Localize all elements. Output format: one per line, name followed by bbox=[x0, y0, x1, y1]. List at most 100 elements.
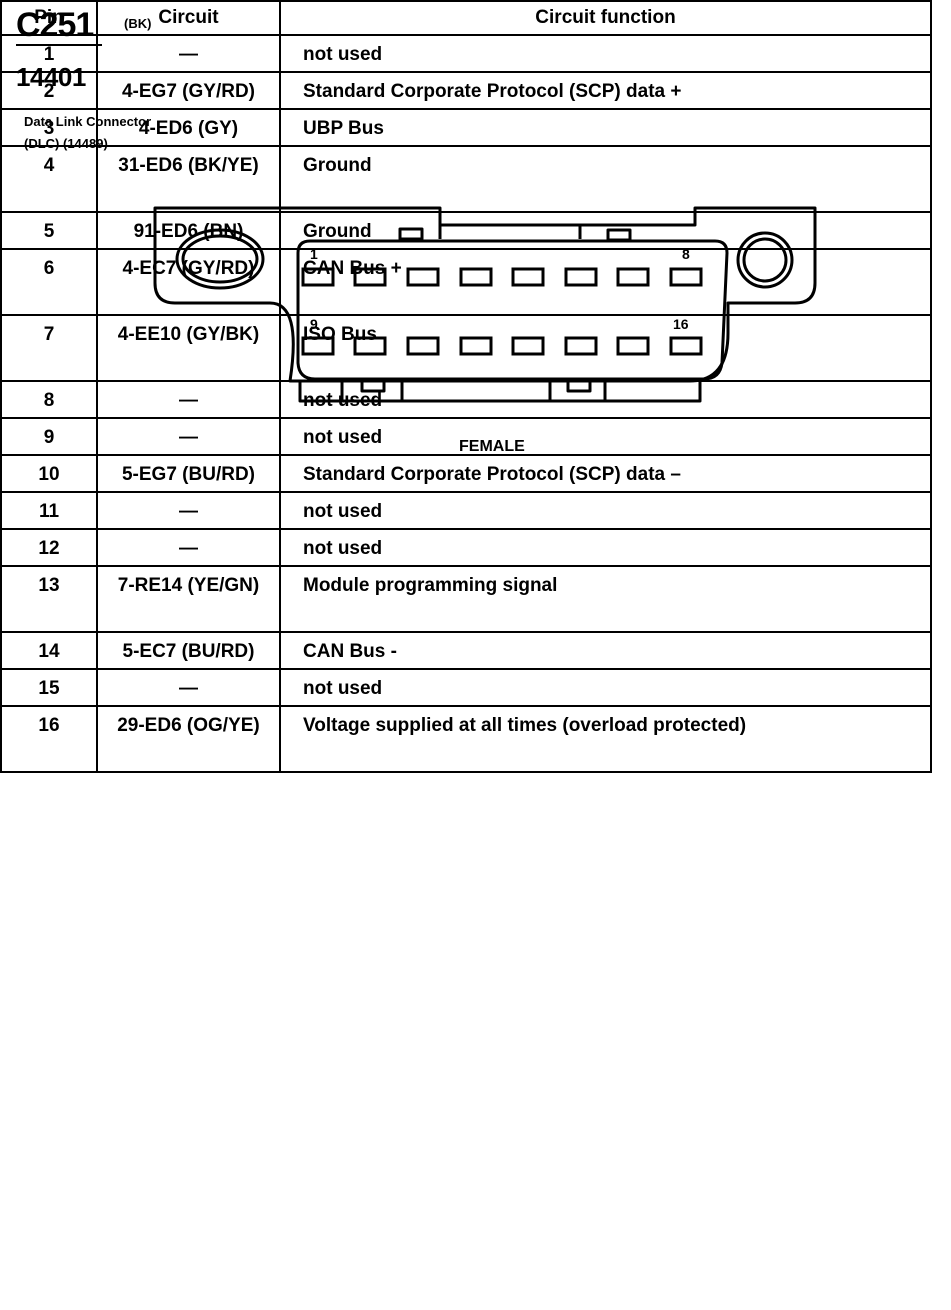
pin-socket bbox=[301, 267, 335, 287]
circuit-code: — bbox=[96, 34, 281, 73]
pin-number: 9 bbox=[0, 417, 98, 456]
pin-number: 14 bbox=[0, 631, 98, 670]
pin-number: 4 bbox=[0, 145, 98, 213]
table-row: 15 — not used bbox=[0, 668, 932, 707]
circuit-code: 5-EC7 (BU/RD) bbox=[96, 631, 281, 670]
header-circuit-function: Circuit function bbox=[279, 0, 932, 36]
table-row: 4 31-ED6 (BK/YE) Ground bbox=[0, 145, 932, 213]
circuit-function: Standard Corporate Protocol (SCP) data – bbox=[279, 454, 932, 493]
circuit-code: — bbox=[96, 380, 281, 419]
connector-id: C251 bbox=[16, 6, 94, 44]
connector-id-underline bbox=[16, 44, 102, 46]
circuit-code: 7-RE14 (YE/GN) bbox=[96, 565, 281, 633]
circuit-function: Module programming signal bbox=[279, 565, 932, 633]
table-row: 6 4-EC7 (GY/RD) CAN Bus + bbox=[0, 248, 932, 316]
circuit-code: — bbox=[96, 528, 281, 567]
pin-number: 1 bbox=[0, 34, 98, 73]
table-row: 11 — not used bbox=[0, 491, 932, 530]
pin-label-8: 8 bbox=[682, 246, 690, 262]
pin-socket bbox=[564, 267, 598, 287]
pin-number: 13 bbox=[0, 565, 98, 633]
table-row: 9 — not used bbox=[0, 417, 932, 456]
circuit-function: not used bbox=[279, 528, 932, 567]
circuit-code: 5-EG7 (BU/RD) bbox=[96, 454, 281, 493]
pin-socket bbox=[564, 336, 598, 356]
table-row: 14 5-EC7 (BU/RD) CAN Bus - bbox=[0, 631, 932, 670]
circuit-function: ISO Bus bbox=[279, 314, 932, 382]
contact-face bbox=[296, 239, 729, 381]
pin-table: Pin Circuit Circuit function 1 — not use… bbox=[0, 0, 932, 773]
pin-number: 15 bbox=[0, 668, 98, 707]
pin-label-1: 1 bbox=[310, 246, 318, 262]
pin-socket bbox=[669, 267, 703, 287]
pin-socket bbox=[669, 336, 703, 356]
pin-socket bbox=[406, 336, 440, 356]
circuit-code: — bbox=[96, 417, 281, 456]
connector-base bbox=[298, 381, 702, 403]
pin-number: 2 bbox=[0, 71, 98, 110]
circuit-function: Ground bbox=[279, 211, 932, 250]
circuit-function: not used bbox=[279, 34, 932, 73]
table-row: 16 29-ED6 (OG/YE) Voltage supplied at al… bbox=[0, 705, 932, 773]
pin-number: 12 bbox=[0, 528, 98, 567]
circuit-function: not used bbox=[279, 417, 932, 456]
pin-number: 3 bbox=[0, 108, 98, 147]
header-circuit: Circuit bbox=[96, 0, 281, 36]
pin-number: 8 bbox=[0, 380, 98, 419]
part-number: 14401 bbox=[16, 62, 86, 92]
pin-number: 10 bbox=[0, 454, 98, 493]
table-row: 5 91-ED6 (BN) Ground bbox=[0, 211, 932, 250]
table-row: 12 — not used bbox=[0, 528, 932, 567]
circuit-code: 29-ED6 (OG/YE) bbox=[96, 705, 281, 773]
pin-socket bbox=[459, 267, 493, 287]
connector-housing bbox=[153, 206, 817, 383]
pin-socket bbox=[301, 336, 335, 356]
mounting-hole-right-inner bbox=[742, 237, 788, 283]
table-header-row: Pin Circuit Circuit function bbox=[0, 0, 932, 36]
circuit-function: Voltage supplied at all times (overload … bbox=[279, 705, 932, 773]
mounting-hole-left-inner bbox=[181, 234, 259, 284]
table-row: 7 4-EE10 (GY/BK) ISO Bus bbox=[0, 314, 932, 382]
pin-label-16: 16 bbox=[673, 316, 689, 332]
pin-socket bbox=[353, 267, 387, 287]
circuit-function: not used bbox=[279, 668, 932, 707]
circuit-code: 31-ED6 (BK/YE) bbox=[96, 145, 281, 213]
connector-face-diagram: 1 8 9 16 bbox=[153, 206, 817, 403]
pin-number: 6 bbox=[0, 248, 98, 316]
connector-color-code: (BK) bbox=[124, 16, 152, 31]
top-key-right bbox=[606, 228, 632, 242]
pin-number: 7 bbox=[0, 314, 98, 382]
circuit-code: 4-EG7 (GY/RD) bbox=[96, 71, 281, 110]
table-row: 2 4-EG7 (GY/RD) Standard Corporate Proto… bbox=[0, 71, 932, 110]
pin-socket bbox=[616, 336, 650, 356]
mounting-hole-left bbox=[175, 228, 265, 290]
circuit-function: CAN Bus - bbox=[279, 631, 932, 670]
mounting-hole-right bbox=[736, 231, 794, 289]
circuit-function: Ground bbox=[279, 145, 932, 213]
circuit-function: not used bbox=[279, 491, 932, 530]
pin-socket bbox=[511, 267, 545, 287]
circuit-function: UBP Bus bbox=[279, 108, 932, 147]
pin-number: 5 bbox=[0, 211, 98, 250]
circuit-function: Standard Corporate Protocol (SCP) data + bbox=[279, 71, 932, 110]
header-pin: Pin bbox=[0, 0, 98, 36]
table-row: 1 — not used bbox=[0, 34, 932, 73]
pin-socket bbox=[616, 267, 650, 287]
pin-label-9: 9 bbox=[310, 316, 318, 332]
circuit-code: — bbox=[96, 668, 281, 707]
pin-socket bbox=[511, 336, 545, 356]
bottom-key-left bbox=[360, 379, 386, 393]
table-row: 3 4-ED6 (GY) UBP Bus bbox=[0, 108, 932, 147]
top-key-left bbox=[398, 227, 424, 241]
connector-description-line1: Data Link Connector bbox=[24, 114, 152, 129]
pin-socket bbox=[459, 336, 493, 356]
table-row: 13 7-RE14 (YE/GN) Module programming sig… bbox=[0, 565, 932, 633]
circuit-function: CAN Bus + bbox=[279, 248, 932, 316]
circuit-code: — bbox=[96, 491, 281, 530]
connector-description-line2: (DLC) (14489) bbox=[24, 136, 108, 151]
pin-socket bbox=[353, 336, 387, 356]
pin-number: 16 bbox=[0, 705, 98, 773]
circuit-code: 4-ED6 (GY) bbox=[96, 108, 281, 147]
bottom-key-right bbox=[566, 379, 592, 393]
connector-gender-label: FEMALE bbox=[459, 438, 525, 455]
